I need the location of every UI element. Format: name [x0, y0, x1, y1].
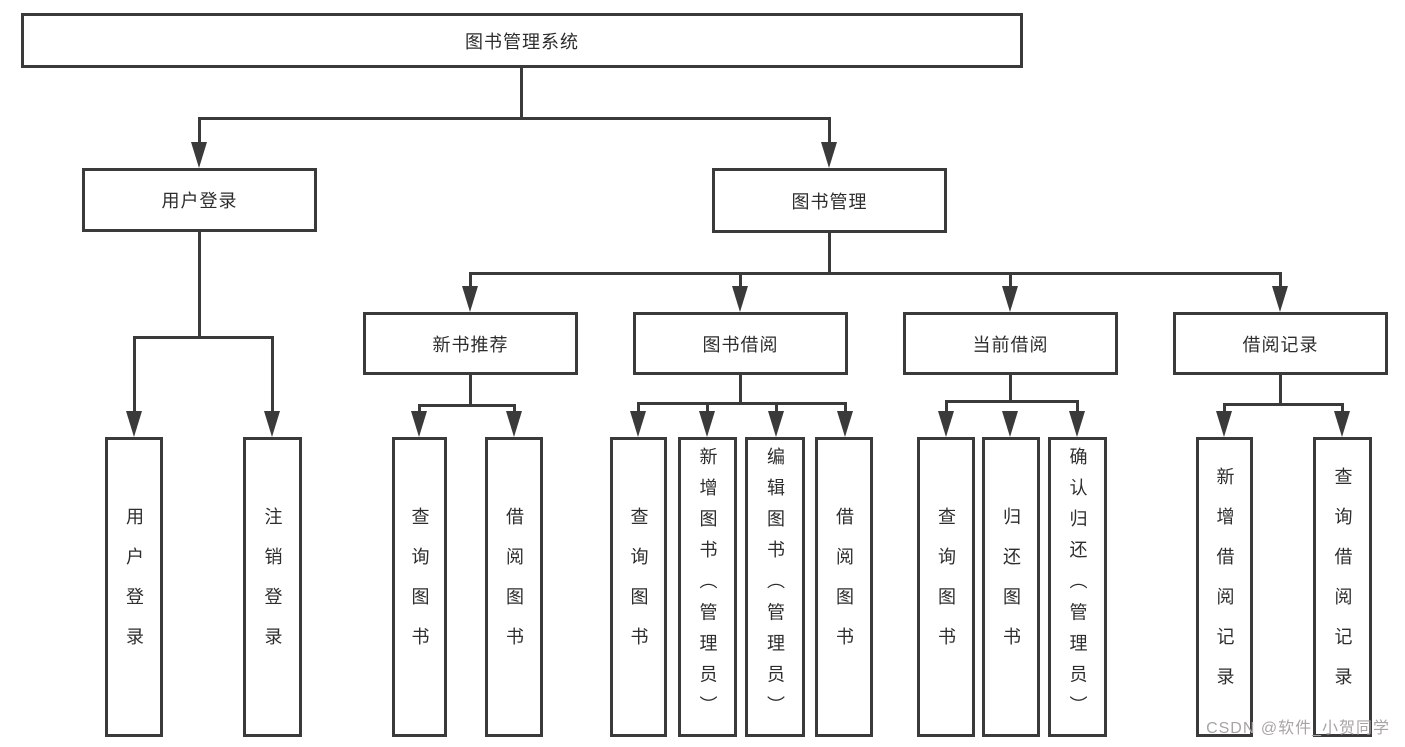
connector: [1223, 403, 1226, 413]
connector: [946, 400, 1079, 403]
node-leaf-user-login: 用户登录: [105, 437, 163, 737]
node-leaf-borrow-books-2-label: 借阅图书: [834, 507, 854, 667]
connector: [198, 232, 201, 338]
node-leaf-logout-label: 注销登录: [262, 507, 283, 667]
connector-root-rail: [199, 117, 830, 120]
arrow-down-icon: [1216, 411, 1232, 437]
arrow-down-icon: [1334, 411, 1350, 437]
arrow-down-icon: [1002, 286, 1018, 312]
node-new-book-recommendation-label: 新书推荐: [432, 334, 509, 355]
arrow-down-icon: [630, 411, 646, 437]
connector: [739, 375, 742, 404]
node-leaf-confirm-return-admin-label: 确认归还（管理员）: [1067, 447, 1088, 727]
node-leaf-add-borrow-record-label: 新增借阅记录: [1214, 467, 1235, 707]
arrow-down-icon: [821, 142, 837, 168]
node-book-management: 图书管理: [712, 168, 947, 233]
node-borrowing-records-label: 借阅记录: [1242, 334, 1319, 355]
arrow-down-icon: [837, 411, 853, 437]
arrow-down-icon: [1002, 411, 1018, 437]
arrow-down-icon: [411, 411, 427, 437]
connector: [1224, 403, 1344, 406]
node-leaf-add-books-admin-label: 新增图书（管理员）: [697, 447, 718, 727]
node-library-management-system-label: 图书管理系统: [465, 31, 579, 52]
connector: [198, 117, 201, 145]
node-user-login: 用户登录: [82, 168, 317, 232]
node-leaf-query-books-3-label: 查询图书: [936, 507, 956, 667]
node-book-borrowing-label: 图书借阅: [702, 334, 779, 355]
arrow-down-icon: [462, 286, 478, 312]
arrow-down-icon: [126, 411, 142, 437]
node-leaf-query-borrow-record: 查询借阅记录: [1313, 437, 1372, 737]
connector: [134, 336, 274, 339]
connector: [271, 336, 274, 413]
connector: [828, 233, 831, 274]
node-leaf-confirm-return-admin: 确认归还（管理员）: [1048, 437, 1107, 737]
connector: [419, 404, 516, 407]
arrow-down-icon: [506, 411, 522, 437]
connector: [1341, 403, 1344, 413]
connector: [637, 402, 640, 413]
connector: [945, 400, 948, 413]
connector: [775, 402, 778, 413]
connector: [638, 402, 847, 405]
node-current-borrowing-label: 当前借阅: [972, 334, 1049, 355]
connector: [469, 272, 472, 288]
arrow-down-icon: [732, 286, 748, 312]
arrow-down-icon: [264, 411, 280, 437]
node-leaf-query-borrow-record-label: 查询借阅记录: [1332, 467, 1353, 707]
node-leaf-logout: 注销登录: [243, 437, 302, 737]
node-leaf-add-borrow-record: 新增借阅记录: [1196, 437, 1253, 737]
node-leaf-query-books-3: 查询图书: [917, 437, 975, 737]
node-library-management-system: 图书管理系统: [21, 13, 1023, 68]
node-book-management-label: 图书管理: [791, 191, 868, 212]
node-leaf-query-books-2: 查询图书: [610, 437, 667, 737]
connector: [470, 272, 1281, 275]
node-leaf-query-books-1-label: 查询图书: [409, 507, 430, 667]
connector: [469, 375, 472, 406]
connector: [1279, 375, 1282, 405]
arrow-down-icon: [699, 411, 715, 437]
node-leaf-return-books: 归还图书: [982, 437, 1040, 737]
connector: [133, 336, 136, 413]
node-current-borrowing: 当前借阅: [903, 312, 1118, 375]
node-new-book-recommendation: 新书推荐: [363, 312, 578, 375]
node-leaf-borrow-books-1: 借阅图书: [485, 437, 543, 737]
node-borrowing-records: 借阅记录: [1173, 312, 1388, 375]
watermark: CSDN @软件_小贺同学: [1206, 720, 1390, 737]
node-leaf-borrow-books-2: 借阅图书: [815, 437, 873, 737]
node-leaf-query-books-2-label: 查询图书: [628, 507, 649, 667]
node-leaf-borrow-books-1-label: 借阅图书: [504, 507, 524, 667]
connector: [1009, 272, 1012, 288]
connector: [1076, 400, 1079, 413]
node-leaf-edit-books-admin: 编辑图书（管理员）: [745, 437, 805, 737]
node-book-borrowing: 图书借阅: [633, 312, 848, 375]
arrow-down-icon: [1272, 286, 1288, 312]
connector-root-stem: [520, 68, 523, 118]
node-leaf-query-books-1: 查询图书: [392, 437, 447, 737]
node-leaf-add-books-admin: 新增图书（管理员）: [678, 437, 737, 737]
arrow-down-icon: [768, 411, 784, 437]
connector: [828, 117, 831, 145]
connector: [1279, 272, 1282, 288]
connector: [513, 404, 516, 413]
connector: [1009, 375, 1012, 402]
connector: [844, 402, 847, 413]
node-leaf-user-login-label: 用户登录: [124, 507, 144, 667]
connector: [739, 272, 742, 288]
arrow-down-icon: [938, 411, 954, 437]
node-user-login-label: 用户登录: [161, 191, 238, 211]
connector: [418, 404, 421, 413]
arrow-down-icon: [191, 142, 207, 168]
node-leaf-return-books-label: 归还图书: [1001, 507, 1021, 667]
connector: [706, 402, 709, 413]
node-leaf-edit-books-admin-label: 编辑图书（管理员）: [765, 447, 785, 727]
arrow-down-icon: [1069, 411, 1085, 437]
